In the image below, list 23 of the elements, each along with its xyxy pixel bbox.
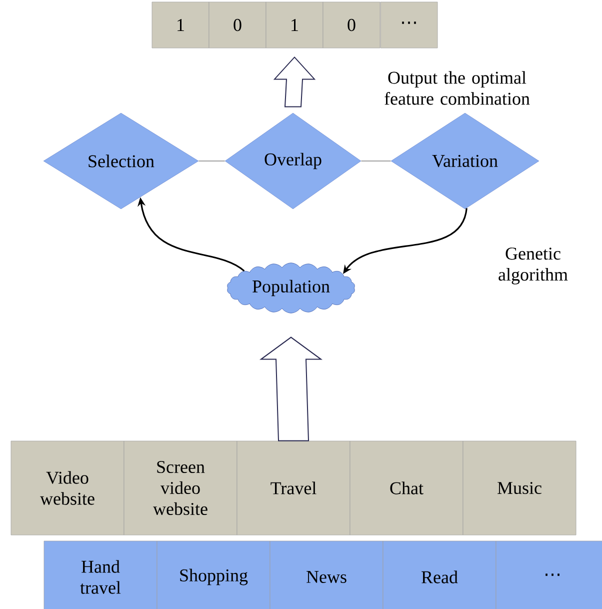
connector-line <box>360 160 392 162</box>
table-cell: 0 <box>208 2 266 48</box>
table-cell: ⋯ <box>496 540 602 609</box>
table-cell: Shopping <box>156 540 270 609</box>
table-cell: Hand travel <box>44 540 158 609</box>
table-cell: Video website <box>10 440 124 536</box>
annotation-text: Output the optimal feature combination <box>384 71 530 105</box>
table-cell: 1 <box>266 2 324 48</box>
node-label: Shopping <box>180 568 248 586</box>
table-cell: Music <box>462 440 576 536</box>
table-cell: 0 <box>322 2 380 48</box>
table-cell: Screen video website <box>124 440 238 536</box>
table-cell: Chat <box>350 440 464 536</box>
population-cloud: Population <box>227 262 355 314</box>
table-cell: Read <box>382 540 496 609</box>
connector-line <box>198 160 226 162</box>
block-arrow <box>273 56 316 108</box>
block-arrow <box>259 336 323 442</box>
table-cell: Travel <box>236 440 350 536</box>
table-cell: 1 <box>152 2 210 48</box>
annotation-text: Genetic algorithm <box>498 248 568 284</box>
table-cell: ⋯ <box>380 2 438 48</box>
table-cell: News <box>270 540 384 609</box>
